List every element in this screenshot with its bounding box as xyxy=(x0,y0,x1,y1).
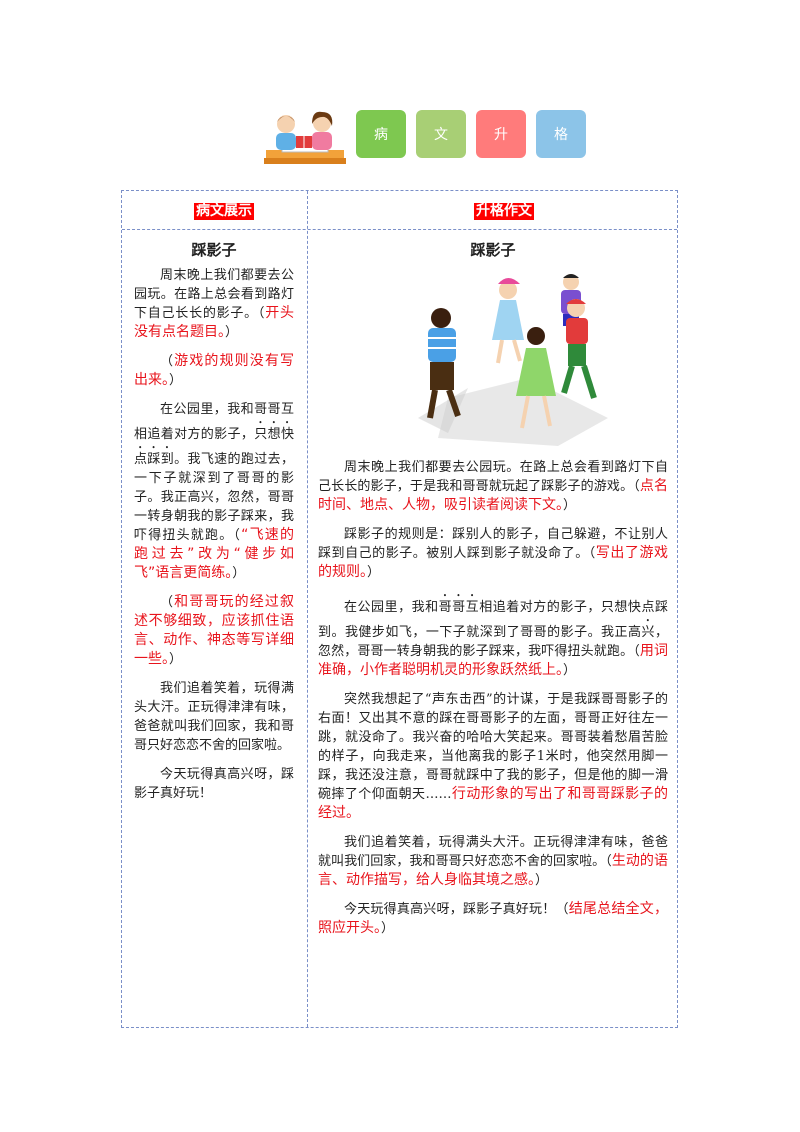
improved-paragraph-1: 周末晚上我们都要去公园玩。在路上总会看到路灯下自己长长的影子，于是我和哥哥就玩起… xyxy=(318,460,668,513)
children-playing-illustration xyxy=(418,274,608,446)
original-paragraph-4: （和哥哥玩的经过叙述不够细致，应该抓住语言、动作、神态等写详细一些。） xyxy=(134,594,294,667)
comment: 结尾总结全文，照应开头。 xyxy=(318,901,668,936)
improved-paragraph-3: 在公园里，我和哥哥互相追着对方的影子，只想快点踩到。我健步如飞，一下子就深到了哥… xyxy=(318,600,668,678)
comment: 游戏的规则没有写出来。 xyxy=(134,353,294,388)
comment: 和哥哥玩的经过叙述不够细致，应该抓住语言、动作、神态等写详细一些。 xyxy=(134,594,294,667)
header-divider xyxy=(122,229,677,230)
original-paragraph-5: 我们追着笑着，玩得满头大汗。正玩得津津有味，爸爸就叫我们回家，我和哥哥只好恋恋不… xyxy=(134,681,294,753)
original-paragraph-6: 今天玩得真高兴呀，踩影子真好玩！ xyxy=(134,767,294,801)
original-paragraph-2: （游戏的规则没有写出来。） xyxy=(134,353,294,388)
improved-essay-title: 踩影子 xyxy=(470,241,516,259)
left-column-header: 病文展示 xyxy=(194,203,254,220)
tag-ge: 格 xyxy=(536,110,586,158)
improved-paragraph-2: 踩影子的规则是：踩别人的影子，自己躲避，不让别人踩到自己的影子。被别人踩到影子就… xyxy=(318,527,668,580)
tag-sheng: 升 xyxy=(476,110,526,158)
page-header: 病 文 升 格 xyxy=(262,110,586,166)
original-essay-title: 踩影子 xyxy=(191,241,237,259)
comment: 用词准确，小作者聪明机灵的形象跃然纸上。 xyxy=(318,643,668,678)
original-paragraph-1: 周末晚上我们都要去公园玩。在路上总会看到路灯下自己长长的影子。（开头没有点名题目… xyxy=(134,268,294,340)
comment: 开头没有点名题目。 xyxy=(134,305,294,340)
column-divider xyxy=(307,191,308,1027)
tag-bing: 病 xyxy=(356,110,406,158)
improved-paragraph-4: 突然我想起了“声东击西”的计谋，于是我踩哥哥影子的右面！又出其不意的踩在哥哥影子… xyxy=(318,692,668,821)
comparison-table: 病文展示 升格作文 踩影子 周末晚上我们都要去公园玩。在路上总会看到路灯下自己长… xyxy=(121,190,678,1028)
comment: 点名时间、地点、人物，吸引读者阅读下文。 xyxy=(318,478,668,513)
reading-children-illustration xyxy=(264,111,346,164)
comment: 行动形象的写出了和哥哥踩影子的经过。 xyxy=(318,786,668,821)
original-essay: 踩影子 周末晚上我们都要去公园玩。在路上总会看到路灯下自己长长的影子。（开头没有… xyxy=(134,241,294,813)
original-paragraph-3: 在公园里，我和哥哥互相追着对方的影子，只想快点踩到。我飞速的跑过去，一下子就深到… xyxy=(134,402,294,581)
comment: 写出了游戏的规则。 xyxy=(318,545,668,580)
comment: “飞速的跑过去”改为“健步如飞”语言更简练。 xyxy=(134,527,294,581)
improved-paragraph-5: 我们追着笑着，玩得满头大汗。正玩得津津有味，爸爸就叫我们回家，我和哥哥只好恋恋不… xyxy=(318,835,668,888)
right-column-header: 升格作文 xyxy=(474,203,534,220)
improved-paragraph-6: 今天玩得真高兴呀，踩影子真好玩！（结尾总结全文，照应开头。） xyxy=(318,901,668,936)
tag-wen: 文 xyxy=(416,110,466,158)
comment: 生动的语言、动作描写，给人身临其境之感。 xyxy=(318,853,668,888)
improved-essay: 踩影子 xyxy=(318,241,668,948)
